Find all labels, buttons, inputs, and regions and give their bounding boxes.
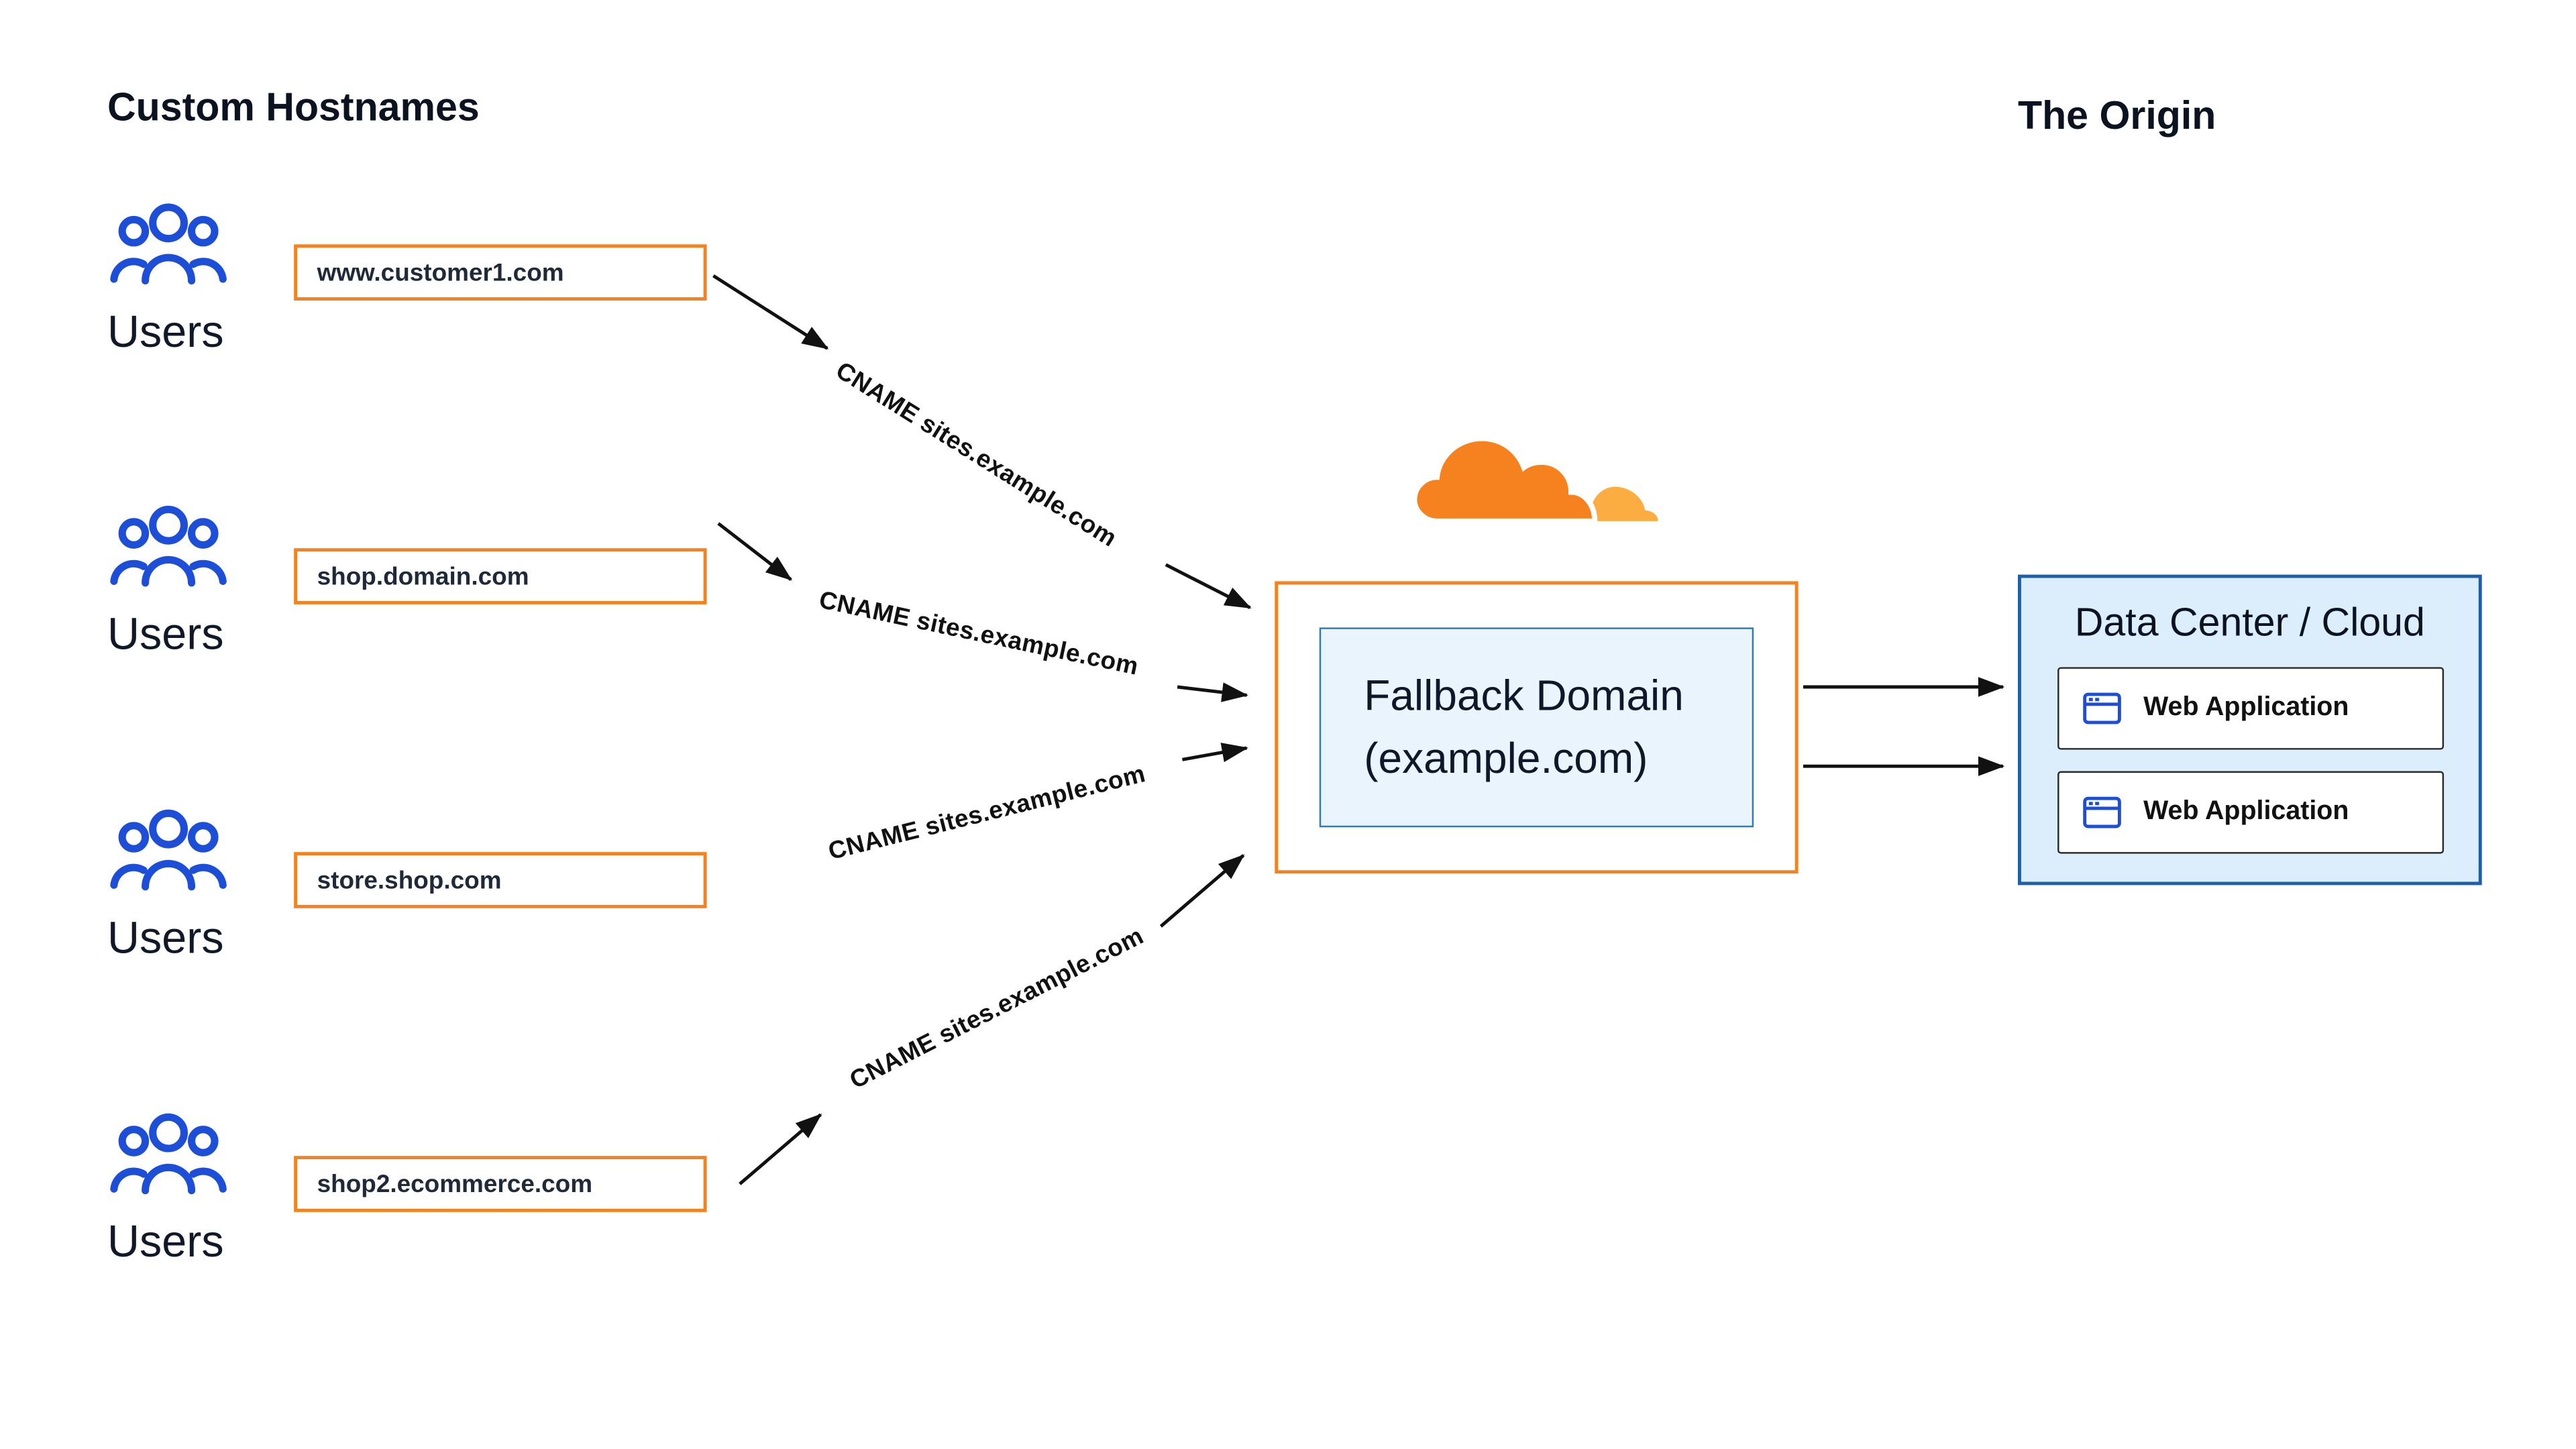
users-icon xyxy=(110,1113,227,1195)
fallback-domain-box: Fallback Domain (example.com) xyxy=(1319,627,1754,828)
arrow-line xyxy=(739,1113,822,1185)
users-label: Users xyxy=(107,913,224,963)
users-label: Users xyxy=(107,307,224,357)
data-center-box: Data Center / Cloud Web Application Web … xyxy=(2018,574,2482,885)
data-center-title: Data Center / Cloud xyxy=(2074,601,2425,646)
arrow-line xyxy=(1177,682,1248,702)
users-icon xyxy=(110,203,227,285)
web-application-box: Web Application xyxy=(2057,667,2445,750)
web-application-box: Web Application xyxy=(2057,771,2445,854)
cname-label: CNAME sites.example.com xyxy=(830,356,1122,553)
fallback-domain-line1: Fallback Domain xyxy=(1364,669,1684,720)
hostname-box: store.shop.com xyxy=(294,852,707,908)
origin-title: The Origin xyxy=(2018,94,2216,139)
hostname-box: www.customer1.com xyxy=(294,244,707,301)
web-application-label: Web Application xyxy=(2143,693,2349,722)
users-icon xyxy=(110,809,227,891)
arrow-line xyxy=(1182,743,1248,763)
users-label: Users xyxy=(107,1217,224,1267)
arrow-line xyxy=(712,274,829,350)
browser-window-icon xyxy=(2083,692,2121,724)
users-icon xyxy=(110,505,227,587)
hostname-box: shop2.ecommerce.com xyxy=(294,1156,707,1212)
hostname-text: www.customer1.com xyxy=(317,258,564,287)
hostname-text: store.shop.com xyxy=(317,866,502,894)
cname-label: CNAME sites.example.com xyxy=(825,760,1148,867)
hostname-text: shop.domain.com xyxy=(317,562,529,591)
web-application-label: Web Application xyxy=(2143,797,2349,826)
arrow-line xyxy=(717,522,793,581)
cloudflare-icon xyxy=(1411,435,1658,524)
cname-label: CNAME sites.example.com xyxy=(845,922,1148,1095)
fallback-domain-line2: (example.com) xyxy=(1364,732,1648,782)
hostname-box: shop.domain.com xyxy=(294,548,707,604)
cname-label: CNAME sites.example.com xyxy=(816,586,1141,682)
fallback-domain-outer-box: Fallback Domain (example.com) xyxy=(1275,581,1799,874)
users-label: Users xyxy=(107,609,224,659)
browser-window-icon xyxy=(2083,796,2121,828)
arrow-line xyxy=(1165,563,1252,610)
hostname-text: shop2.ecommerce.com xyxy=(317,1170,593,1198)
arrow-line xyxy=(1159,854,1245,928)
custom-hostnames-title: Custom Hostnames xyxy=(107,86,480,131)
